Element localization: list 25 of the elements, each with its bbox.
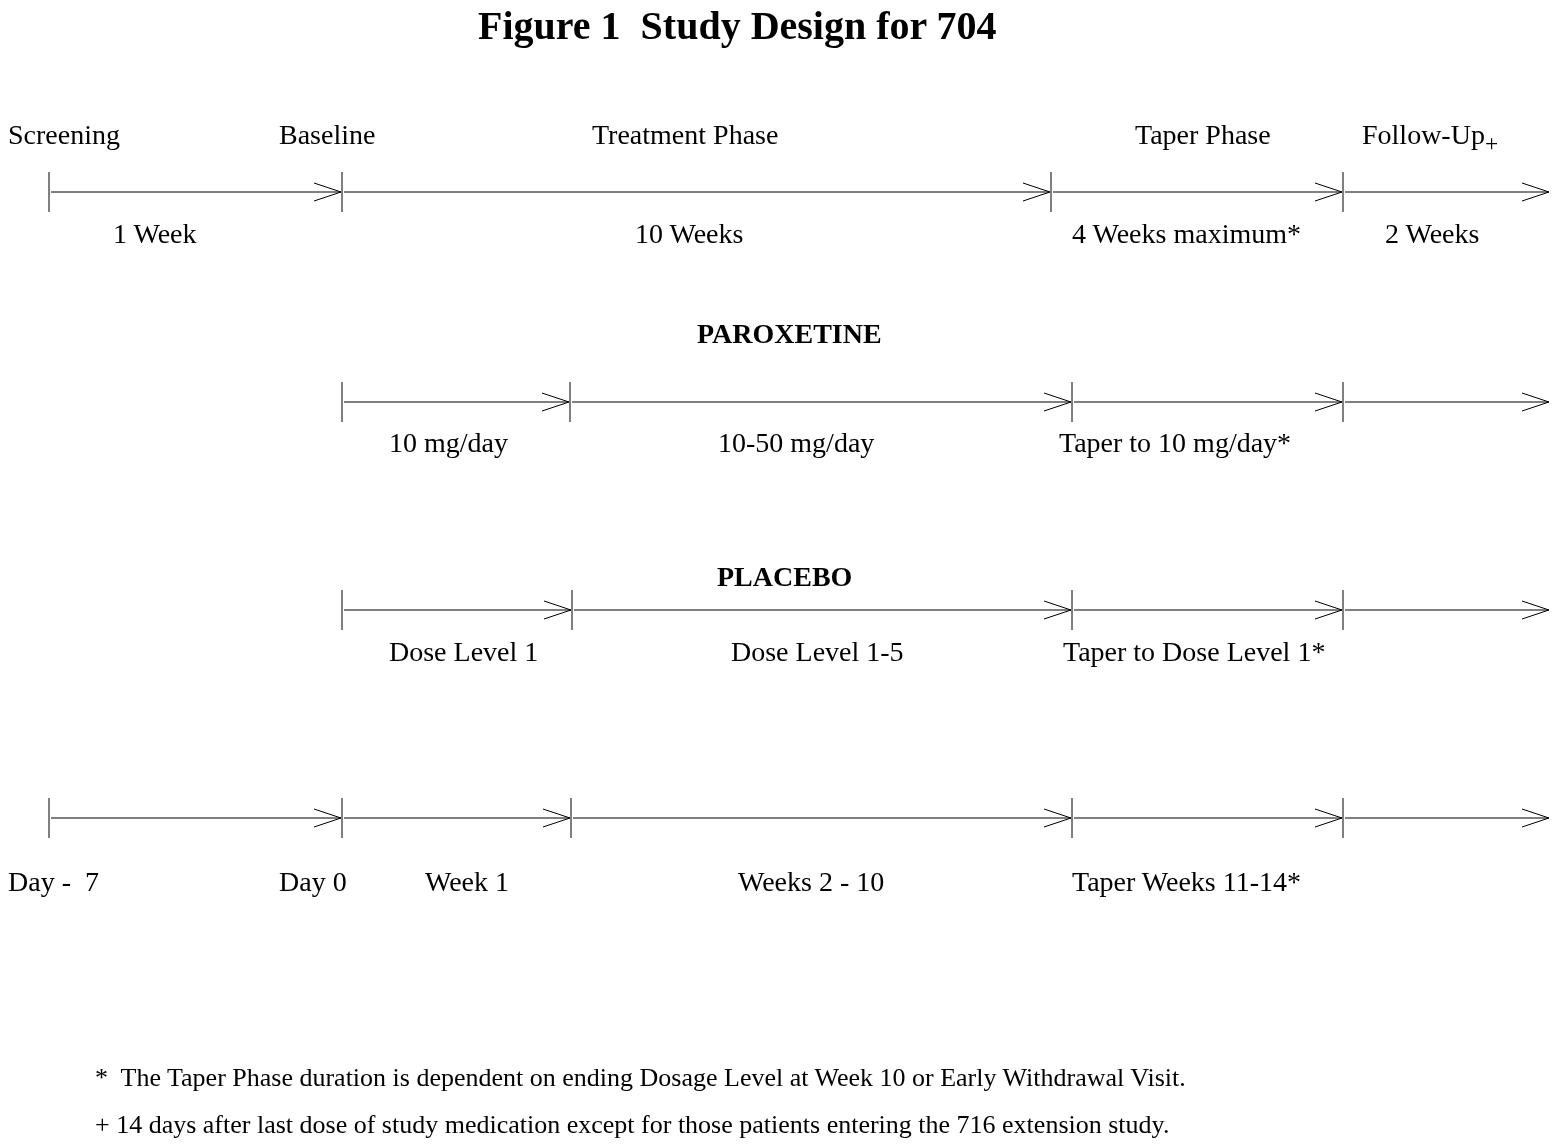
time-point-label: Week 1 (425, 865, 510, 899)
dose-label: 10-50 mg/day (718, 426, 875, 460)
phase-label: Treatment Phase (592, 118, 779, 152)
phase-label: Baseline (279, 118, 376, 152)
dose-label: Taper to Dose Level 1* (1063, 635, 1326, 669)
time-point-label: Day 0 (279, 865, 347, 899)
figure-title: Figure 1 Study Design for 704 (478, 3, 997, 49)
time-point-label: Weeks 2 - 10 (738, 865, 885, 899)
duration-label: 4 Weeks maximum* (1072, 217, 1301, 251)
duration-label: 10 Weeks (635, 217, 744, 251)
duration-label: 2 Weeks (1385, 217, 1480, 251)
dose-label: Taper to 10 mg/day* (1059, 426, 1292, 460)
arm-heading: PLACEBO (717, 560, 853, 594)
footnote: * The Taper Phase duration is dependent on ending Dosage Level at Week 10 or Early Withdrawal Visit. (95, 1062, 1186, 1094)
footnote: + 14 days after last dose of study medication except for those patients entering the 716 extension study. (95, 1109, 1170, 1141)
phase-label: Taper Phase (1135, 118, 1271, 152)
arm-heading: PAROXETINE (697, 317, 882, 351)
time-point-label: Day - 7 (8, 865, 99, 899)
phase-label: Follow-Up$_{+}$ (1362, 118, 1499, 158)
time-point-label: Taper Weeks 11-14* (1072, 865, 1302, 899)
dose-label: 10 mg/day (389, 426, 508, 460)
duration-label: 1 Week (113, 217, 197, 251)
dose-label: Dose Level 1-5 (731, 635, 904, 669)
phase-label: Screening (8, 118, 120, 152)
dose-label: Dose Level 1 (389, 635, 539, 669)
